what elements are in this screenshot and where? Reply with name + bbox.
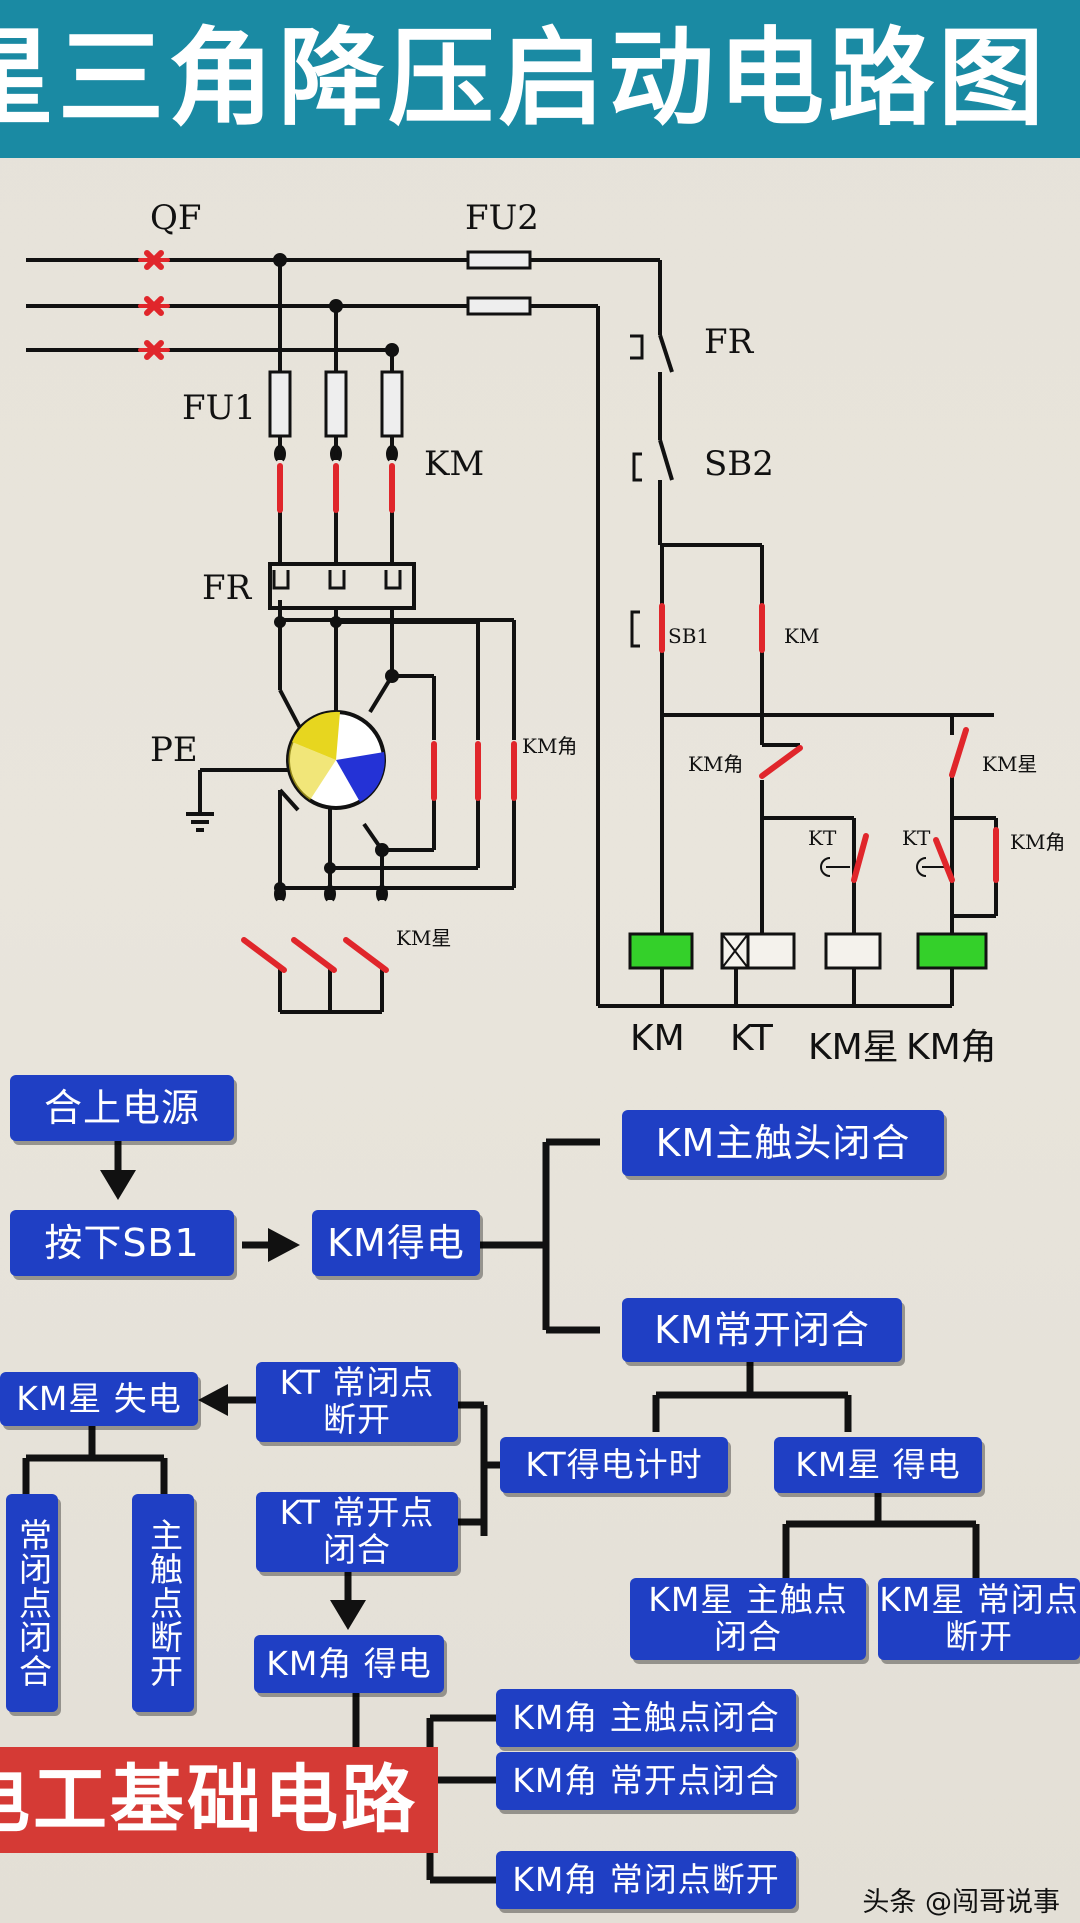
flow-press-sb1: 按下SB1 [10,1210,234,1276]
coil-xing-label: KM星 [808,1027,899,1068]
flow-km-jiao-on: KM角 得电 [254,1635,444,1693]
flow-km-xing-on: KM星 得电 [774,1437,982,1493]
watermark: 头条 @闯哥说事 [862,1887,1060,1918]
km-main-label: KM [424,444,485,484]
flow-km-xing-main: KM星 主触点 闭合 [630,1578,866,1660]
flow-km-main-close: KM主触头闭合 [622,1110,944,1176]
flow-km-energized: KM得电 [312,1210,480,1276]
km-jiao-hold-label: KM角 [1010,830,1066,854]
kt1-label: KT [808,826,837,850]
flow-kt-timing: KT得电计时 [500,1437,728,1493]
km-aux-label: KM [784,624,820,648]
pe-label: PE [150,730,198,770]
kt2-label: KT [902,826,931,850]
flow-km-no-close: KM常开闭合 [622,1298,902,1362]
km-xing-nc-label: KM星 [982,752,1038,776]
flow-km-jiao-main: KM角 主触点闭合 [496,1689,796,1747]
fu2-label: FU2 [465,198,539,238]
flow-km-jiao-nc: KM角 常闭点断开 [496,1851,796,1909]
coil-km-label: KM [630,1018,685,1059]
flow-km-jiao-no: KM角 常开点闭合 [496,1752,796,1810]
flow-main-open: 主触点断开 [132,1494,194,1712]
km-xing-power-label: KM星 [396,926,452,950]
fr-main-label: FR [202,568,252,608]
footer-banner: 电工基础电路 [0,1747,438,1853]
flow-km-xing-nc-open: KM星 常闭点 断开 [878,1578,1080,1660]
motor-symbol [286,710,386,810]
title-bar: 星三角降压启动电路图 [0,0,1080,158]
fr-ctrl-label: FR [704,322,754,362]
qf-label: QF [150,198,202,238]
coil-kt-label: KT [730,1018,773,1059]
sb1-label: SB1 [668,624,710,648]
coil-jiao-label: KM角 [906,1027,997,1068]
km-jiao-power-label: KM角 [522,734,578,758]
page-title: 星三角降压启动电路图 [0,17,1048,140]
flow-km-xing-off: KM星 失电 [0,1372,198,1426]
flow-power-on: 合上电源 [10,1075,234,1141]
fu1-label: FU1 [182,388,256,428]
flow-nc-close: 常闭点闭合 [6,1494,58,1712]
circuit-schematic [26,250,999,1014]
flow-kt-nc-open: KT 常闭点 断开 [256,1362,458,1442]
km-jiao-nc-label: KM角 [688,752,744,776]
sb2-label: SB2 [704,444,774,484]
flow-kt-no-close: KT 常开点 闭合 [256,1492,458,1572]
